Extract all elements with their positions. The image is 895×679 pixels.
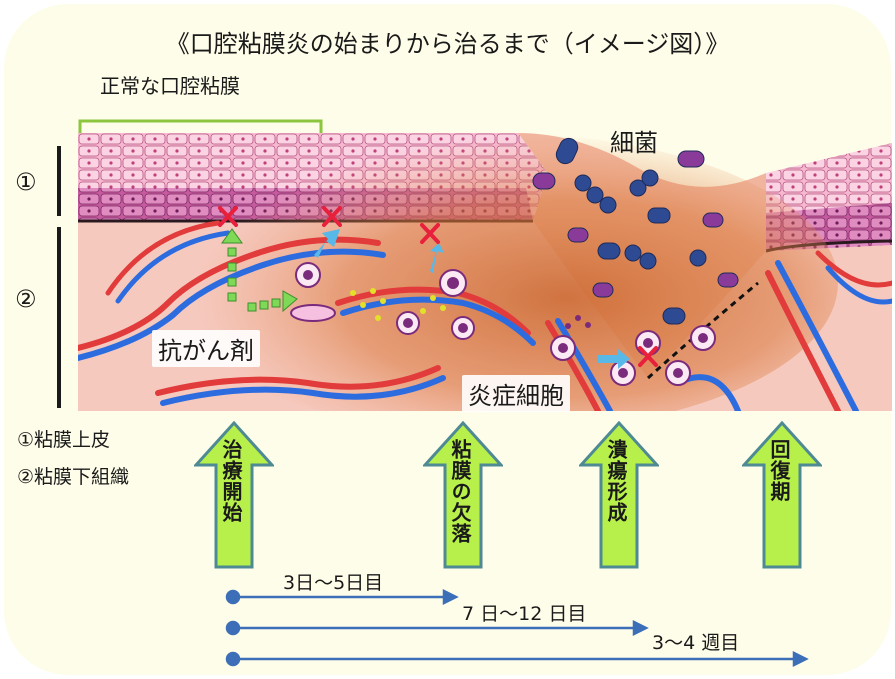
timeline-label-3: 3～4 週目 [652,628,739,655]
timeline-label-1: 3日～5日目 [283,568,383,595]
timeline-label-2: 7 日～12 日目 [462,599,586,626]
